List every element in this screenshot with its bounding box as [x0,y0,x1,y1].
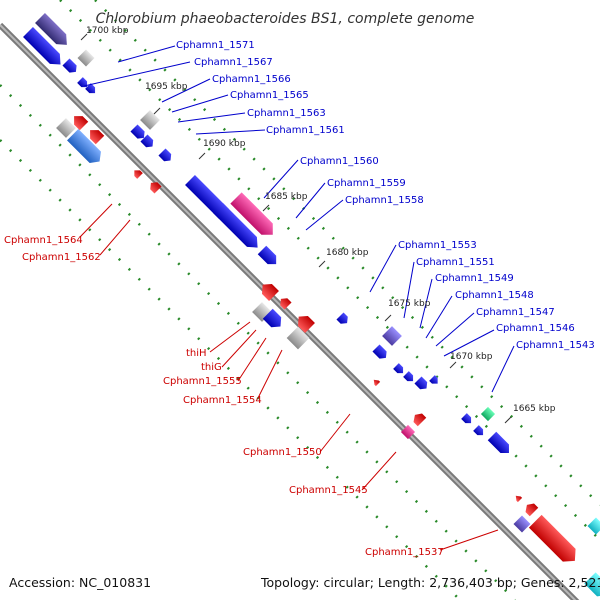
gene-label[interactable]: Cphamn1_1555 [163,376,242,387]
gene-box[interactable] [400,424,416,440]
gene-label[interactable]: Cphamn1_1564 [4,235,83,246]
gene-label[interactable]: Cphamn1_1558 [345,195,424,206]
gene-box[interactable] [480,406,496,422]
gene-label[interactable]: Cphamn1_1549 [435,273,514,284]
gene-arrow[interactable] [393,363,406,376]
gene-label[interactable]: Cphamn1_1565 [230,90,309,101]
gene-label[interactable]: Cphamn1_1551 [416,257,495,268]
kbp-label-1700: 1700 kbp [86,26,129,36]
gene-arrow[interactable] [487,431,513,457]
gene-arrow[interactable] [411,411,427,427]
gene-label[interactable]: Cphamn1_1563 [247,108,326,119]
gene-arrow[interactable] [414,376,430,392]
gene-arrow[interactable] [158,148,174,164]
kbp-label-1680: 1680 kbp [326,248,369,258]
gene-label[interactable]: Cphamn1_1554 [183,395,262,406]
kbp-ticks [80,33,512,424]
gene-arrow[interactable] [62,58,79,75]
gene-label[interactable]: Cphamn1_1561 [266,125,345,136]
gene-arrow[interactable] [523,501,539,517]
reverse-gene-labels: Cphamn1_1564 Cphamn1_1562 thiH thiG Cpha… [4,235,444,558]
leader-lines-reverse [79,203,499,551]
gene-box[interactable] [77,49,95,67]
gene-arrow[interactable] [147,179,162,194]
gene-label[interactable]: Cphamn1_1559 [327,178,406,189]
track-inner-1 [0,84,516,600]
gene-arrow[interactable] [473,425,486,438]
gene-arrow[interactable] [213,203,262,252]
gene-arrow[interactable] [257,245,281,269]
gene-arrow[interactable] [70,112,89,131]
gene-arrow[interactable] [77,77,90,90]
kbp-label-1695: 1695 kbp [145,82,188,92]
map-title: Chlorobium phaeobacteroides BS1, complet… [96,11,475,27]
gene-arrow[interactable] [85,83,98,96]
gene-label[interactable]: Cphamn1_1545 [289,485,368,496]
gene-label[interactable]: Cphamn1_1553 [398,240,477,251]
leader-lines-forward [83,45,515,393]
gene-arrow[interactable] [132,168,143,179]
kbp-label-1685: 1685 kbp [265,192,308,202]
gene-arrow[interactable] [23,27,65,69]
gene-arrow[interactable] [294,312,315,333]
gene-arrow[interactable] [372,378,381,387]
gene-arrow[interactable] [528,514,581,567]
gene-label[interactable]: Cphamn1_1567 [194,57,273,68]
kbp-label-1675: 1675 kbp [388,299,431,309]
kbp-labels: 1700 kbp 1695 kbp 1690 kbp 1685 kbp 1680… [86,26,556,414]
gene-arrow[interactable] [35,13,72,50]
kbp-label-1670: 1670 kbp [450,352,493,362]
gene-arrow[interactable] [403,371,416,384]
gene-arrow[interactable] [461,413,474,426]
gene-arrow[interactable] [262,308,286,332]
gene-arrow[interactable] [372,344,389,361]
genome-backbone [0,22,580,600]
gene-arrow[interactable] [86,126,105,145]
gene-arrow[interactable] [258,280,279,301]
gene-label[interactable]: Cphamn1_1566 [212,74,291,85]
gene-label[interactable]: thiH [186,348,207,359]
gene-arrow[interactable] [277,295,292,310]
forward-gene-labels: Cphamn1_1571 Cphamn1_1567 Cphamn1_1566 C… [176,40,595,351]
kbp-label-1690: 1690 kbp [203,139,246,149]
gene-arrow[interactable] [67,129,105,167]
gene-label[interactable]: Cphamn1_1547 [476,307,555,318]
gene-label[interactable]: Cphamn1_1562 [22,252,101,263]
gene-arrow[interactable] [230,192,278,240]
gene-arrow[interactable] [429,375,440,386]
gene-box[interactable] [140,110,160,130]
gene-label[interactable]: thiG [201,362,222,373]
gene-label[interactable]: Cphamn1_1537 [365,547,444,558]
track-inner-2 [0,139,461,600]
gene-box[interactable] [587,517,600,535]
topology-text: Topology: circular; Length: 2,736,403 bp… [260,575,600,590]
gene-arrow[interactable] [514,494,523,503]
gene-box[interactable] [382,326,402,346]
gene-label[interactable]: Cphamn1_1571 [176,40,255,51]
gene-arrow[interactable] [584,572,600,600]
kbp-label-1665: 1665 kbp [513,404,556,414]
gene-arrow[interactable] [140,134,156,150]
gene-label[interactable]: Cphamn1_1543 [516,340,595,351]
track-outer-1 [59,0,600,541]
gene-arrow[interactable] [336,312,350,326]
gene-label[interactable]: Cphamn1_1560 [300,156,379,167]
gene-label[interactable]: Cphamn1_1546 [496,323,575,334]
gene-label[interactable]: Cphamn1_1550 [243,447,322,458]
accession-text: Accession: NC_010831 [9,575,151,590]
gene-label[interactable]: Cphamn1_1548 [455,290,534,301]
gene-box[interactable] [513,515,531,533]
